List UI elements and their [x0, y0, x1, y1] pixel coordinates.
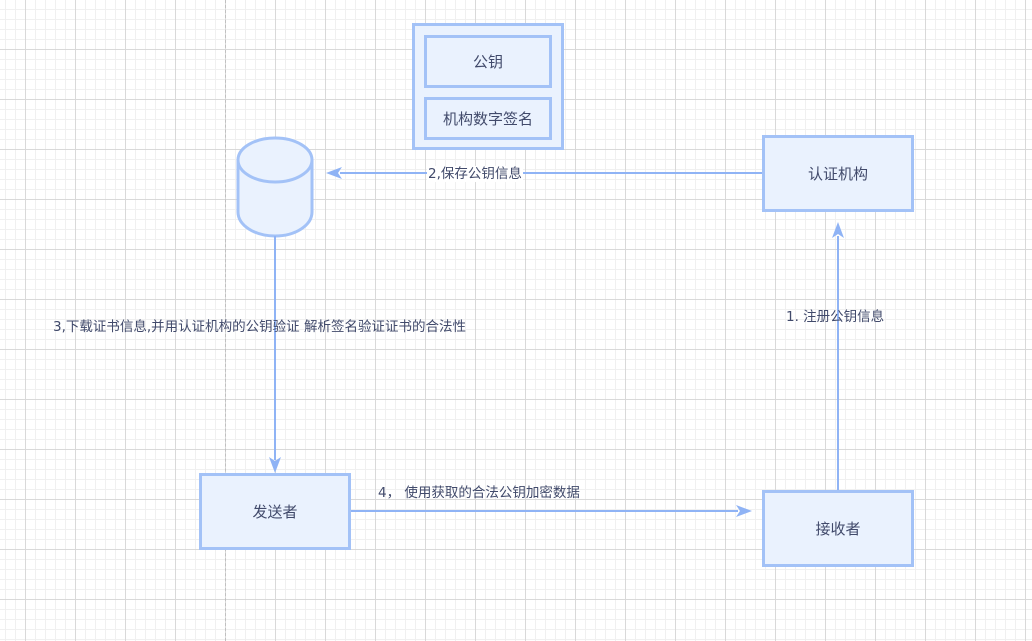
- authority-label: 认证机构: [807, 165, 868, 183]
- arrowhead-icon: [832, 222, 844, 238]
- authority-node[interactable]: 认证机构: [762, 135, 914, 212]
- certificate-public-key[interactable]: 公钥: [424, 35, 552, 88]
- certificate-public-key-label: 公钥: [472, 53, 503, 71]
- edge-label-download-verify: 3,下载证书信息,并用认证机构的公钥验证 解析签名验证证书的合法性: [53, 319, 466, 335]
- arrowhead-icon: [736, 505, 752, 517]
- database-cylinder[interactable]: [236, 136, 314, 238]
- arrowhead-icon: [269, 457, 281, 473]
- edge-download-verify[interactable]: [269, 236, 281, 473]
- sender-node[interactable]: 发送者: [199, 473, 351, 550]
- edge-label-encrypt: 4， 使用获取的合法公钥加密数据: [378, 485, 580, 501]
- certificate-signature-label: 机构数字签名: [442, 110, 533, 128]
- edge-encrypt-data[interactable]: [351, 505, 752, 517]
- edge-label-register: 1. 注册公钥信息: [786, 309, 885, 325]
- sender-label: 发送者: [252, 503, 298, 521]
- arrowhead-icon: [326, 167, 342, 179]
- receiver-label: 接收者: [815, 520, 861, 538]
- edge-save-public-key[interactable]: [326, 167, 762, 179]
- page-break-line: [225, 0, 226, 641]
- certificate-signature[interactable]: 机构数字签名: [424, 97, 552, 140]
- receiver-node[interactable]: 接收者: [762, 490, 914, 567]
- edge-register-public-key[interactable]: [832, 222, 844, 491]
- edge-label-save: 2,保存公钥信息: [427, 166, 523, 182]
